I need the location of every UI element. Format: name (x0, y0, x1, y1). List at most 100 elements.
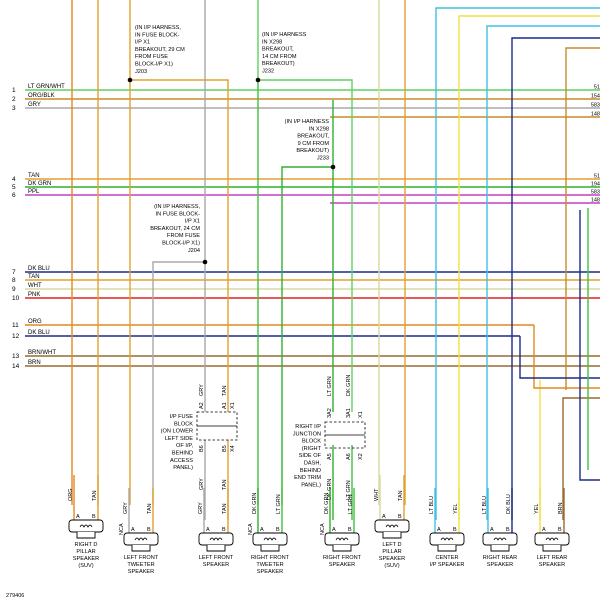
row-number: 8 (12, 277, 16, 284)
speaker-pin-b: B (506, 527, 510, 533)
row-label: ORG (28, 319, 42, 325)
speaker-pin-a: A (382, 514, 386, 520)
speaker-name-line: SPEAKER (379, 556, 405, 562)
row-number: 2 (12, 96, 16, 103)
splice-j232 (255, 77, 261, 83)
label-x4: X4 (230, 445, 236, 452)
speaker-pin-a-color: LT BLU (482, 496, 488, 514)
note-junction_block-line: SIDE OF (299, 453, 322, 459)
row-label: ORG/BLK (28, 93, 55, 99)
note-j203-line: FROM FUSE (135, 54, 168, 60)
note-j232-line: (IN I/P HARNESS (262, 32, 307, 38)
speaker-name-line: LEFT REAR (537, 555, 568, 561)
note-fuse_block-line: BLOCK (174, 421, 193, 427)
wire-yel-top (458, 15, 600, 520)
splice-notes: (IN I/P HARNESS,IN FUSE BLOCK-I/P X1BREA… (135, 25, 329, 488)
speaker-pin-a-color: LT BLU (429, 496, 435, 514)
wire-org-route (533, 325, 600, 389)
row-number: 11 (12, 322, 19, 329)
note-fuse_block-line: BEHIND (172, 451, 193, 457)
row-number: 13 (12, 353, 20, 360)
row-number: 3 (12, 105, 16, 112)
row-label: PPL (28, 189, 40, 195)
speaker-coil-icon (134, 537, 148, 541)
wire-dk-blu-right (579, 210, 600, 481)
speaker-pin-b-color: DK BLU (506, 494, 512, 514)
speaker-pin-b-color: YEL (453, 504, 459, 514)
speaker-name-line: SPEAKER (203, 562, 229, 568)
speaker-name-line: PILLAR (76, 549, 95, 555)
wire-tan-j203 (130, 79, 229, 412)
speaker-name-line: LEFT FRONT (199, 555, 234, 561)
row-number: 4 (12, 176, 16, 183)
speaker-name-line: TWEETER (256, 562, 283, 568)
note-j204-line: BLOCK-I/P X1) (162, 241, 200, 247)
label-dk-grn-top: DK GRN (346, 375, 352, 396)
note-j233-line: IN X298 (309, 126, 329, 132)
speaker-pin-b: B (92, 514, 96, 520)
speaker-coil-icon (440, 537, 454, 541)
note-fuse_block-line: LEFT SIDE (165, 436, 193, 442)
speaker-pin-a-color: GRY (198, 502, 204, 514)
speaker-pin-a: A (131, 527, 135, 533)
note-j204-line: FROM FUSE (167, 233, 200, 239)
wire-dk-blu-top (511, 37, 600, 520)
speaker-nca-label: NCA (320, 523, 326, 535)
speaker-pin-b-color: TAN (92, 490, 98, 501)
label-3a1: 3A1 (346, 408, 352, 418)
speaker-name-line: (SUV) (78, 563, 93, 569)
note-j203-line: BREAKOUT, 29 CM (135, 47, 185, 53)
speaker-name-line: TWEETER (127, 562, 154, 568)
note-fuse_block-line: (ON LOWER (161, 429, 193, 435)
note-junction_block-line: (RIGHT (302, 446, 322, 452)
speaker-pin-a-color: GRY (123, 502, 129, 514)
note-j204-line: BREAKOUT, 24 CM (150, 226, 200, 232)
row-code: 148 (591, 112, 600, 118)
speaker-name-line: (SUV) (384, 563, 399, 569)
wire-gry-lf-tweeter (152, 261, 205, 505)
speaker-coil-icon (79, 524, 93, 528)
speaker-pin-a: A (260, 527, 264, 533)
splice-j203 (127, 77, 133, 83)
label-lt-grn-below: LT GRN (346, 480, 352, 500)
row-number: 5 (12, 184, 16, 191)
label-gry-below: GRY (199, 478, 205, 490)
speaker-pin-b: B (222, 527, 226, 533)
splices (127, 77, 336, 265)
row-label: GRY (28, 102, 41, 108)
note-j203-line: BLOCK-I/P X1) (135, 62, 173, 68)
speaker-name-line: RIGHT REAR (483, 555, 517, 561)
row-label: BRN/WHT (28, 350, 56, 356)
speaker-name-line: I/P SPEAKER (430, 562, 465, 568)
row-label: WHT (28, 283, 42, 289)
speaker-coil-icon (385, 524, 399, 528)
note-junction_block-line: JUNCTION (293, 431, 321, 437)
speaker-pin-b-color: TAN (398, 490, 404, 501)
speaker-name-line: SPEAKER (539, 562, 565, 568)
speaker-pin-a: A (332, 527, 336, 533)
speaker-nca-label: NCA (119, 523, 125, 535)
speaker-body (198, 532, 234, 546)
note-j204-line: I/P X1 (185, 219, 200, 225)
note-j232-line: BREAKOUT, (262, 47, 294, 53)
row-label: TAN (28, 274, 40, 280)
label-a2: A2 (199, 402, 205, 409)
speaker-pin-b: B (147, 527, 151, 533)
speaker-body (123, 532, 159, 546)
note-j203-line: I/P X1 (135, 40, 150, 46)
speaker-pin-a-color: ORG (68, 488, 74, 501)
row-code: 51 (594, 174, 600, 180)
label-gry-top: GRY (199, 384, 205, 396)
speaker-pin-a-color: WHT (374, 488, 380, 501)
speaker-coil-icon (493, 537, 507, 541)
note-j233-line: (IN I/P HARNESS (285, 119, 330, 125)
note-j233-line: BREAKOUT) (296, 148, 329, 154)
row-code: 194 (591, 182, 600, 188)
note-j204-line: (IN I/P HARNESS, (154, 204, 200, 210)
